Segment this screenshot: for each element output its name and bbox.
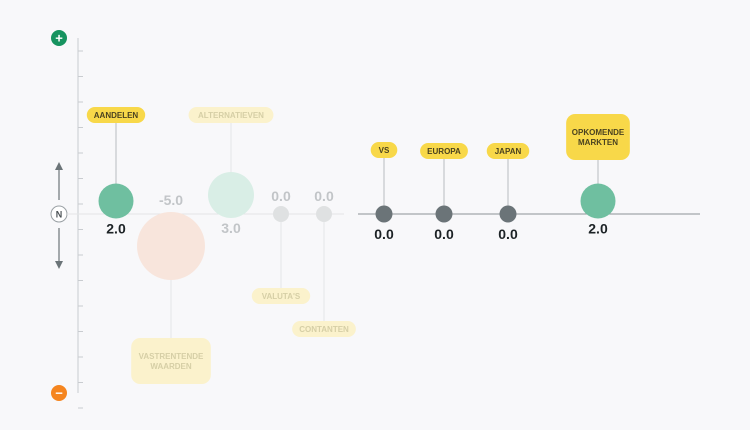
label-badge [292,321,356,337]
data-point[interactable] [316,206,332,222]
value-label: -5.0 [159,192,183,208]
plus-marker-text: + [55,31,63,46]
data-point[interactable] [137,212,205,280]
data-point[interactable] [208,172,254,218]
label-badge [86,107,146,123]
value-label: 0.0 [498,226,518,242]
value-label: 0.0 [271,188,291,204]
label-text: EUROPA [427,147,461,156]
value-label: 2.0 [106,221,126,237]
value-label: 3.0 [221,220,241,236]
plus-icon [51,30,67,46]
data-point[interactable] [375,205,393,223]
label-badge [188,107,274,123]
point-group[interactable]: JAPAN 0.0 [486,143,530,242]
label-text: VASTRENTENDE [139,352,204,361]
point-group[interactable]: CONTANTEN 0.0 [292,188,356,337]
minus-marker-text: − [55,386,63,401]
down-arrow-icon [55,261,63,269]
neutral-marker-text: N [56,210,63,220]
label-text: JAPAN [495,147,522,156]
label-text: ALTERNATIEVEN [198,111,264,120]
label-badge [420,143,468,159]
value-label: 0.0 [374,226,394,242]
label-badge [486,143,530,159]
point-group[interactable]: EUROPA 0.0 [420,143,468,242]
data-point[interactable] [499,205,517,223]
up-arrow-icon [55,162,63,170]
label-text: OPKOMENDE [572,128,625,137]
point-group[interactable]: AANDELEN 2.0 [86,107,146,237]
vertical-axis: + − N [50,30,83,409]
point-group[interactable]: ALTERNATIEVEN 3.0 [188,107,274,236]
data-point[interactable] [273,206,289,222]
label-text: MARKTEN [578,138,618,147]
value-label: 2.0 [588,221,608,237]
label-badge [131,338,211,384]
value-label: 0.0 [434,226,454,242]
label-badge [370,142,398,158]
label-text: VS [379,146,390,155]
label-text: AANDELEN [94,111,139,120]
label-text: VALUTA'S [262,292,301,301]
label-text: CONTANTEN [299,325,349,334]
point-group[interactable]: VALUTA'S 0.0 [251,188,311,304]
data-point[interactable] [98,183,134,219]
value-label: 0.0 [314,188,334,204]
label-text: WAARDEN [150,362,192,371]
point-group[interactable]: VS 0.0 [370,142,398,242]
data-point[interactable] [580,183,616,219]
minus-icon [51,385,67,401]
label-badge [251,288,311,304]
data-point[interactable] [435,205,453,223]
label-badge [566,114,630,160]
